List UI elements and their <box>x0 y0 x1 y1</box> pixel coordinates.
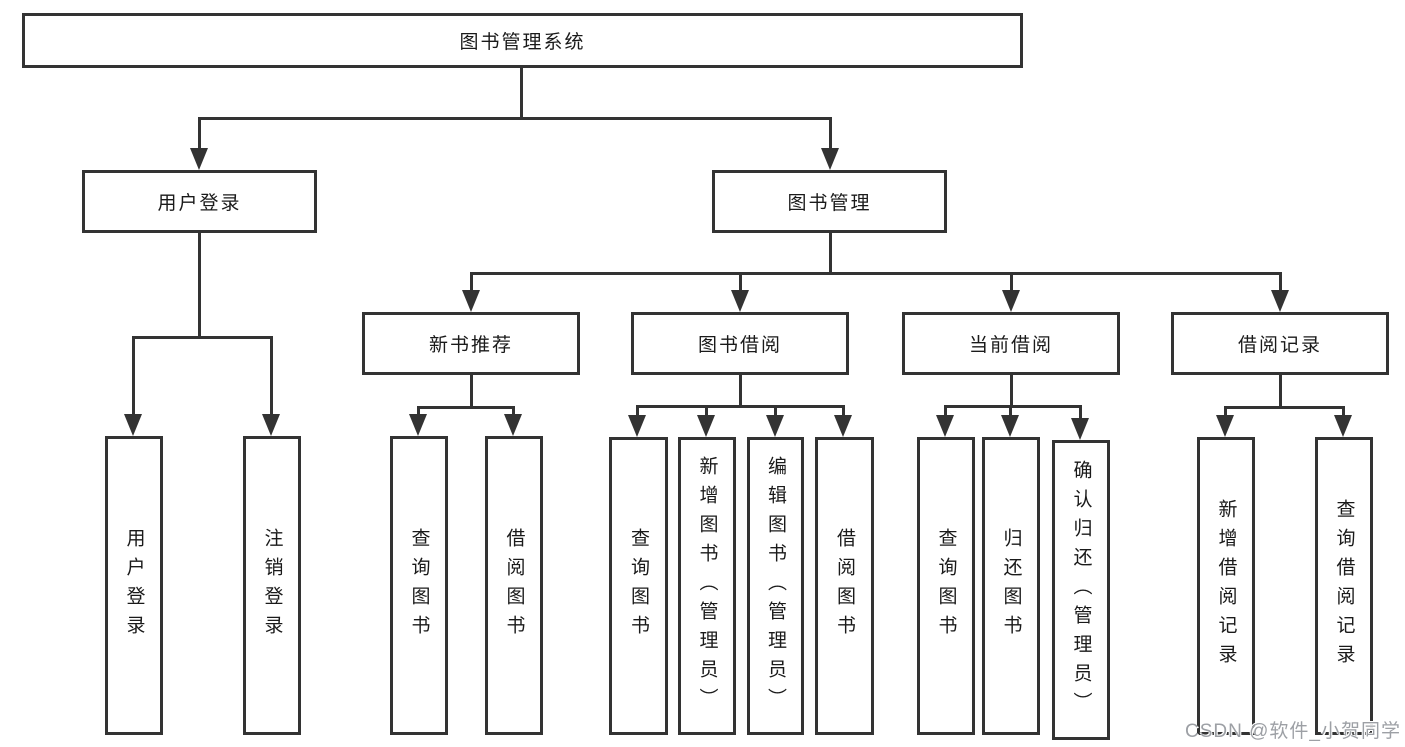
connector-line <box>738 273 742 292</box>
node-label-leaf-borrow-books-recommend: 借阅图书 <box>503 527 525 644</box>
node-leaf-query-borrow-record: 查询借阅记录 <box>1315 437 1373 735</box>
connector-line <box>1223 405 1345 409</box>
node-label-leaf-add-borrow-record: 新增借阅记录 <box>1215 499 1237 673</box>
connector-arrow-down-icon <box>190 148 208 170</box>
node-label-root: 图书管理系统 <box>459 32 586 53</box>
node-label-leaf-edit-books-admin: 编辑图书（管理员） <box>765 455 786 717</box>
connector-arrow-down-icon <box>124 414 142 436</box>
connector-arrow-down-icon <box>766 415 784 437</box>
node-leaf-logout: 注销登录 <box>243 436 301 735</box>
connector-line <box>738 373 742 406</box>
connector-arrow-down-icon <box>731 290 749 312</box>
connector-line <box>416 407 420 416</box>
connector-line <box>635 404 845 408</box>
watermark: CSDN @软件_小贺同学 <box>1185 721 1401 742</box>
connector-arrow-down-icon <box>262 414 280 436</box>
node-current-borrowing: 当前借阅 <box>902 312 1120 375</box>
connector-line <box>269 337 273 416</box>
node-label-leaf-query-borrow-record: 查询借阅记录 <box>1333 499 1355 673</box>
node-label-leaf-return-books: 归还图书 <box>1000 528 1022 644</box>
node-leaf-borrow-books-borrowing: 借阅图书 <box>815 437 874 735</box>
connector-line <box>704 406 708 417</box>
connector-line <box>773 406 777 417</box>
connector-line <box>131 337 135 416</box>
connector-line <box>1341 407 1345 417</box>
connector-line <box>131 335 273 339</box>
connector-arrow-down-icon <box>504 414 522 436</box>
connector-line <box>1078 406 1082 420</box>
connector-line <box>1278 373 1282 407</box>
connector-line <box>511 407 515 416</box>
connector-line <box>828 231 832 273</box>
node-label-borrowing-records: 借阅记录 <box>1237 335 1322 356</box>
node-user-login: 用户登录 <box>82 170 317 233</box>
connector-arrow-down-icon <box>1271 290 1289 312</box>
connector-line <box>519 66 523 118</box>
node-leaf-return-books: 归还图书 <box>982 437 1040 735</box>
node-label-current-borrowing: 当前借阅 <box>968 335 1053 356</box>
node-leaf-user-login: 用户登录 <box>105 436 163 735</box>
node-label-book-management: 图书管理 <box>787 193 872 214</box>
connector-line <box>469 273 473 292</box>
node-leaf-add-books-admin: 新增图书（管理员） <box>678 437 736 735</box>
connector-line <box>1008 406 1012 417</box>
connector-arrow-down-icon <box>936 415 954 437</box>
connector-line <box>1223 407 1227 417</box>
connector-line <box>469 373 473 407</box>
node-borrowing-records: 借阅记录 <box>1171 312 1389 375</box>
node-leaf-add-borrow-record: 新增借阅记录 <box>1197 437 1255 735</box>
connector-line <box>635 406 639 417</box>
node-label-leaf-query-books-borrowing: 查询图书 <box>628 528 649 644</box>
connector-arrow-down-icon <box>1216 415 1234 437</box>
node-label-user-login: 用户登录 <box>157 193 242 214</box>
node-leaf-confirm-return-admin: 确认归还（管理员） <box>1052 440 1110 740</box>
connector-arrow-down-icon <box>821 148 839 170</box>
connector-arrow-down-icon <box>1001 415 1019 437</box>
connector-arrow-down-icon <box>834 415 852 437</box>
connector-line <box>828 118 832 150</box>
connector-line <box>469 271 1282 275</box>
node-root: 图书管理系统 <box>22 13 1023 68</box>
node-leaf-edit-books-admin: 编辑图书（管理员） <box>747 437 804 735</box>
connector-line <box>197 116 832 120</box>
node-label-leaf-query-books-recommend: 查询图书 <box>408 527 430 644</box>
node-book-management: 图书管理 <box>712 170 947 233</box>
node-label-book-borrowing: 图书借阅 <box>697 335 782 356</box>
node-label-leaf-add-books-admin: 新增图书（管理员） <box>696 455 718 717</box>
connector-arrow-down-icon <box>462 290 480 312</box>
node-new-book-recommend: 新书推荐 <box>362 312 580 375</box>
node-book-borrowing: 图书借阅 <box>631 312 849 375</box>
connector-line <box>416 405 515 409</box>
node-label-new-book-recommend: 新书推荐 <box>428 335 513 356</box>
connector-line <box>1009 373 1013 406</box>
connector-line <box>841 406 845 417</box>
connector-line <box>943 404 1082 408</box>
node-leaf-borrow-books-recommend: 借阅图书 <box>485 436 543 735</box>
connector-arrow-down-icon <box>1334 415 1352 437</box>
node-leaf-query-books-recommend: 查询图书 <box>390 436 448 735</box>
connector-line <box>1278 273 1282 292</box>
connector-arrow-down-icon <box>1002 290 1020 312</box>
connector-arrow-down-icon <box>1071 418 1089 440</box>
connector-line <box>197 231 201 337</box>
node-label-leaf-borrow-books-borrowing: 借阅图书 <box>834 528 855 644</box>
node-label-leaf-confirm-return-admin: 确认归还（管理员） <box>1070 459 1092 721</box>
node-leaf-query-books-current: 查询图书 <box>917 437 975 735</box>
node-label-leaf-logout: 注销登录 <box>261 527 283 644</box>
connector-line <box>197 118 201 150</box>
node-label-leaf-query-books-current: 查询图书 <box>935 528 957 644</box>
connector-arrow-down-icon <box>628 415 646 437</box>
connector-line <box>1009 273 1013 292</box>
node-label-leaf-user-login: 用户登录 <box>123 527 145 644</box>
connector-arrow-down-icon <box>409 414 427 436</box>
connector-arrow-down-icon <box>697 415 715 437</box>
node-leaf-query-books-borrowing: 查询图书 <box>609 437 668 735</box>
connector-line <box>943 406 947 417</box>
